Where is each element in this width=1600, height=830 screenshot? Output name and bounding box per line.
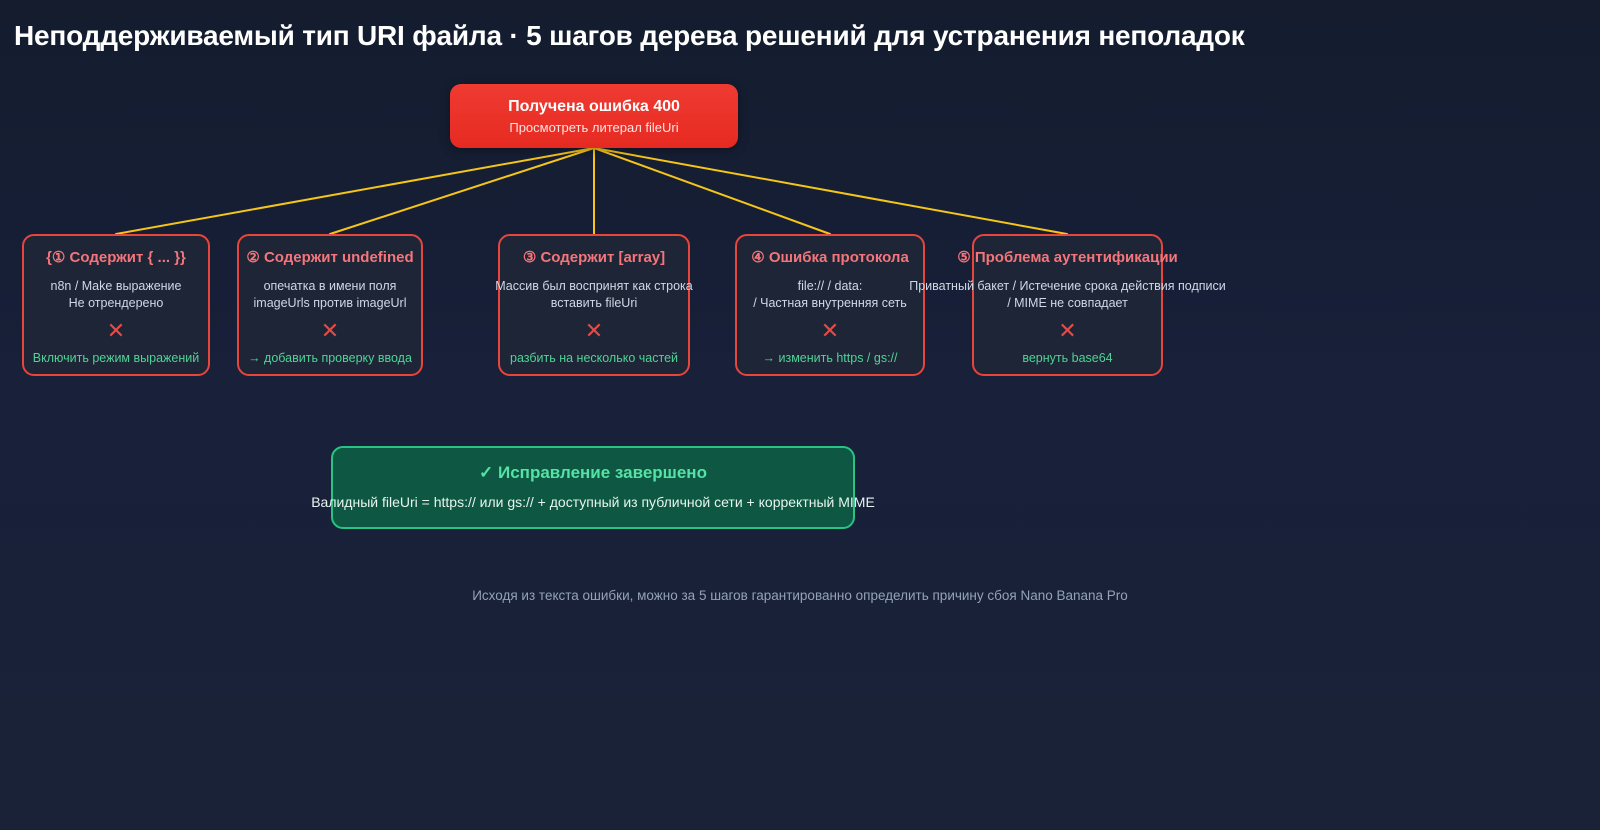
root-node-error-400[interactable]: Получена ошибка 400 Просмотреть литерал … xyxy=(450,84,738,148)
step-card-3-fix: разбить на несколько частей xyxy=(510,351,678,365)
page-title: Неподдерживаемый тип URI файла · 5 шагов… xyxy=(14,20,1245,51)
step-card-5-body-line1: Приватный бакет / Истечение срока действ… xyxy=(909,279,1226,293)
step-card-1-body-line2: Не отрендерено xyxy=(68,296,164,310)
footer-caption: Исходя из текста ошибки, можно за 5 шаго… xyxy=(472,588,1128,603)
step-card-1-fix: Включить режим выражений xyxy=(32,351,200,365)
step-card-1-cross-icon: ✕ xyxy=(106,318,126,343)
connector-line-5 xyxy=(593,147,1068,235)
step-card-2-title: ② Содержит undefined xyxy=(246,249,414,266)
step-card-2[interactable]: ② Содержит undefined опечатка в имени по… xyxy=(237,234,423,376)
connector-line-2 xyxy=(329,147,595,235)
step-card-2-body: опечатка в имени поля imageUrls против i… xyxy=(254,278,407,312)
root-node-title: Получена ошибка 400 xyxy=(508,97,680,115)
step-card-3-cross-icon: ✕ xyxy=(584,318,604,343)
step-card-3[interactable]: ③ Содержит [array] Массив был воспринят … xyxy=(495,234,693,376)
step-card-2-cross-icon: ✕ xyxy=(320,318,340,343)
connector-line-4 xyxy=(593,147,831,235)
step-card-2-body-line1: опечатка в имени поля xyxy=(263,279,397,293)
step-card-5-cross-icon: ✕ xyxy=(1058,318,1077,343)
step-card-1-body: n8n / Make выражение Не отрендерено xyxy=(51,278,182,312)
step-card-2-body-line2: imageUrls против imageUrl xyxy=(253,296,407,310)
step-card-1-title: {① Содержит { ... }} xyxy=(46,249,186,266)
success-node-title: ✓ Исправление завершено xyxy=(479,463,707,482)
step-card-3-body-line1: Массив был воспринят как строка xyxy=(495,279,693,293)
step-card-5[interactable]: ⑤ Проблема аутентификации Приватный баке… xyxy=(909,234,1226,376)
success-node-subtitle: Валидный fileUri = https:// или gs:// + … xyxy=(311,494,875,510)
step-card-4-body-line2: / Частная внутренняя сеть xyxy=(753,296,907,310)
step-card-1-body-line1: n8n / Make выражение xyxy=(50,279,182,293)
success-node[interactable]: ✓ Исправление завершено Валидный fileUri… xyxy=(311,446,875,529)
step-card-5-title: ⑤ Проблема аутентификации xyxy=(957,249,1178,266)
root-node-subtitle: Просмотреть литерал fileUri xyxy=(509,119,679,135)
step-card-4-fix: → изменить https / gs:// xyxy=(762,351,898,365)
step-card-3-title: ③ Содержит [array] xyxy=(522,249,666,266)
step-card-3-body-line2: вставить fileUri xyxy=(550,296,638,310)
step-card-4-body: file:// / data: / Частная внутренняя сет… xyxy=(753,278,907,312)
step-card-4[interactable]: ④ Ошибка протокола file:// / data: / Час… xyxy=(735,234,925,376)
step-card-4-cross-icon: ✕ xyxy=(820,318,840,343)
step-card-1[interactable]: {① Содержит { ... }} n8n / Make выражени… xyxy=(22,234,210,376)
step-card-5-body-line2: / MIME не совпадает xyxy=(1007,296,1128,310)
step-card-4-title: ④ Ошибка протокола xyxy=(751,249,909,266)
step-card-2-fix: → добавить проверку ввода xyxy=(248,351,412,365)
step-card-4-body-line1: file:// / data: xyxy=(797,279,863,293)
step-card-5-fix: вернуть base64 xyxy=(1022,351,1113,365)
step-card-3-body: Массив был воспринят как строка вставить… xyxy=(495,278,693,312)
step-card-5-body: Приватный бакет / Истечение срока действ… xyxy=(909,278,1226,312)
connector-line-1 xyxy=(115,147,595,235)
